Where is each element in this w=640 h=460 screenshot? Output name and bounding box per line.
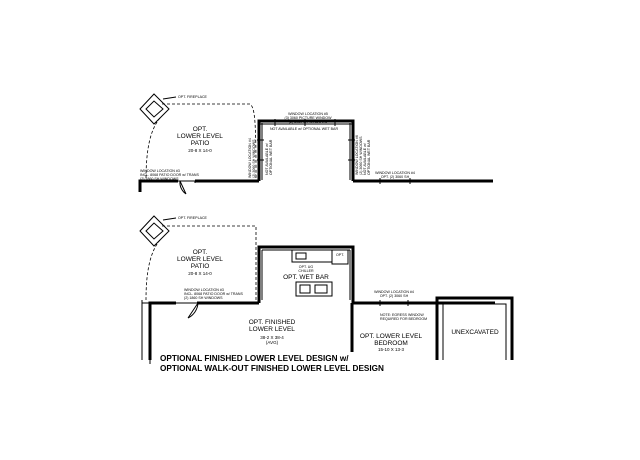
- bottom-wall-left: [148, 301, 259, 360]
- top-window-ticks: [257, 119, 355, 161]
- wet-bar-opt-label: OPT.: [336, 253, 344, 257]
- bottom-wetbar-room: [257, 245, 355, 303]
- top-not-available: NOT AVAILABLE w/ OPTIONAL WET BAR: [270, 127, 339, 131]
- top-fireplace-label: OPT. FIREPLACE: [178, 95, 208, 99]
- egress-note-2: REQUIRED FOR BEDROOM: [380, 317, 427, 321]
- wet-bar-opt-ug-2: CHILLER: [298, 269, 314, 273]
- top-fireplace: [139, 93, 177, 125]
- caption-background: [154, 352, 374, 374]
- top-patio-title-2: LOWER LEVEL: [177, 133, 223, 140]
- finished-dim: 38-2 X 38-4: [260, 335, 284, 340]
- top-vert-left-3: NOT AVAILABLE w/: [265, 143, 269, 175]
- wet-bar-island: [295, 281, 333, 297]
- top-win5-line2: (3) 3060 PICTURE WINDOW: [285, 116, 333, 120]
- wet-bar-island-sink: [299, 284, 311, 294]
- finished-avg: (AVG): [266, 340, 279, 345]
- bottom-win4-line1: WINDOW LOCATION #4: [374, 290, 414, 294]
- bottom-patio-door: [187, 302, 199, 319]
- top-patio-outline: [145, 103, 257, 181]
- bottom-win3-line1: WINDOW LOCATION #3: [184, 288, 224, 292]
- bottom-win4-line2: OPT. (2) 3060 SH: [380, 294, 409, 298]
- top-win5-line3: (2) 3060 SH WINDOWS: [289, 120, 328, 124]
- wet-bar-opt-ug-1: OPT. UG: [299, 265, 314, 269]
- bottom-win3-line2: INCL. 8068 PATIO DOOR w/ TRANS: [184, 292, 244, 296]
- bedroom-title-2: BEDROOM: [374, 340, 408, 347]
- bottom-fireplace: [139, 215, 177, 247]
- egress-note-1: NOTE: EGRESS WINDOW: [380, 313, 424, 317]
- bottom-win3-line3: (2) 1860 SH WINDOWS: [184, 296, 223, 300]
- wet-bar-counter-top: [291, 249, 333, 263]
- top-win5-line1: WINDOW LOCATION #5: [288, 112, 328, 116]
- bottom-patio-dim: 20-8 X 14-0: [188, 271, 212, 276]
- top-win3-line1: WINDOW LOCATION #3: [140, 169, 180, 173]
- top-wall-left: [138, 179, 178, 192]
- top-bumpout: [257, 119, 355, 181]
- top-win3-line3: (2) 1860 SH WINDOWS: [140, 177, 179, 181]
- unexcavated-label: UNEXCAVATED: [451, 329, 499, 336]
- wet-bar-island-unit: [314, 284, 328, 294]
- top-vert-left-2: (2) 3060 SH WINDOWS: [252, 139, 256, 178]
- top-plan: OPT. FIREPLACE OPT. LOWER LEVEL PATIO 20…: [138, 93, 493, 195]
- top-vert-left-4: OPTIONAL WET BAR: [269, 139, 273, 175]
- bottom-fireplace-label: OPT. FIREPLACE: [178, 216, 208, 220]
- top-vert-right-3: NOT AVAILABLE w/: [363, 143, 367, 175]
- wet-bar-sink: [295, 252, 307, 260]
- top-patio-title-3: PATIO: [191, 140, 210, 147]
- top-vert-right-2: (2) 3060 SH WINDOWS: [359, 136, 363, 175]
- wet-bar-label: OPT. WET BAR: [283, 274, 329, 281]
- bedroom-dim: 15-10 X 13-3: [378, 347, 405, 352]
- unexcavated-box: [435, 296, 514, 360]
- top-win4-line1: WINDOW LOCATION #4: [375, 171, 415, 175]
- top-vert-right-1: WINDOW LOCATION #6: [355, 135, 359, 175]
- top-patio-title-1: OPT.: [193, 126, 208, 133]
- top-win4-line2: OPT. (2) 3060 SH: [381, 175, 410, 179]
- top-vert-right-4: OPTIONAL WET BAR: [367, 139, 371, 175]
- bottom-patio-title-3: PATIO: [191, 263, 210, 270]
- top-win3-line2: INCL. 8068 PATIO DOOR w/ TRANS: [140, 173, 200, 177]
- bottom-patio-title-1: OPT.: [193, 249, 208, 256]
- bottom-patio-outline: [145, 225, 257, 302]
- top-patio-door: [179, 180, 187, 195]
- bedroom-title-1: OPT. LOWER LEVEL: [360, 333, 423, 340]
- caption-line-2: OPTIONAL WALK-OUT FINISHED LOWER LEVEL D…: [160, 364, 384, 373]
- top-vert-left-1: WINDOW LOCATION #4: [248, 138, 252, 178]
- finished-title-1: OPT. FINISHED: [249, 319, 296, 326]
- bottom-plan: OPT. FIREPLACE OPT. LOWER LEVEL PATIO 20…: [139, 215, 514, 364]
- top-patio-dim: 20-8 X 14-0: [188, 148, 212, 153]
- caption-line-1: OPTIONAL FINISHED LOWER LEVEL DESIGN w/: [160, 354, 349, 363]
- bottom-patio-title-2: LOWER LEVEL: [177, 256, 223, 263]
- finished-title-2: LOWER LEVEL: [249, 326, 295, 333]
- wet-bar-opt-cabinet: [331, 249, 349, 265]
